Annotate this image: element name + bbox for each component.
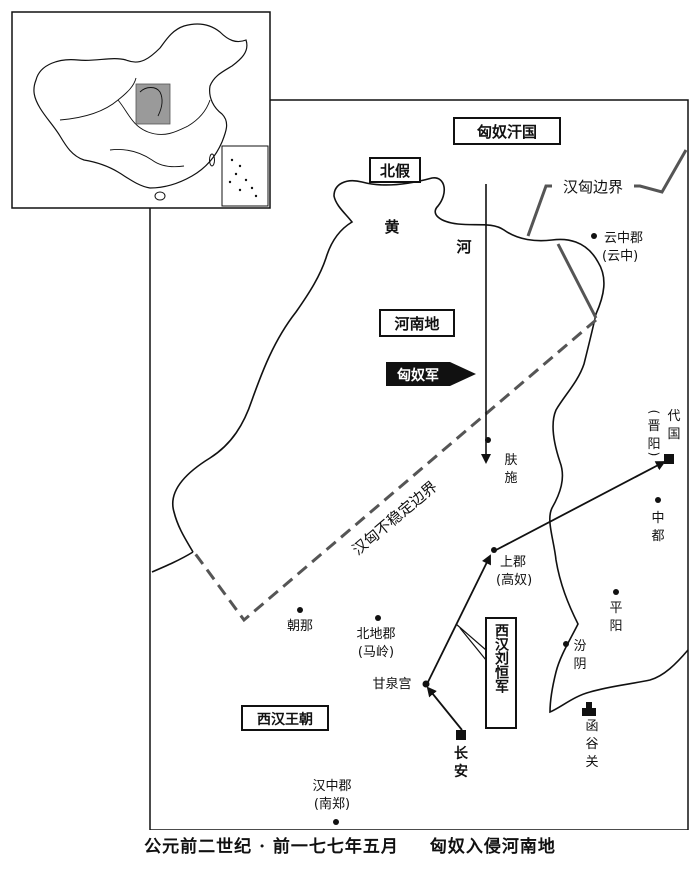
- caption-period: 公元前二世纪 · 前一七七年五月: [144, 837, 399, 857]
- zhongdu-dot: [655, 497, 661, 503]
- shangjun-label-2: (高奴): [496, 572, 532, 588]
- ganquan-dot: [422, 680, 430, 688]
- yellow-river-outline: [171, 177, 689, 714]
- yunzhong-label-1: 云中郡: [604, 231, 643, 246]
- changan-label-2: 安: [454, 763, 468, 780]
- he-label: 河: [456, 238, 471, 256]
- beijia-label: 北假: [380, 162, 411, 180]
- pingyang-dot: [613, 589, 619, 595]
- hanguguan-symbol-base: [582, 708, 596, 716]
- inset-taiwan: [209, 153, 215, 167]
- beijia-box: [369, 157, 421, 183]
- hanzhong-dot: [333, 819, 339, 825]
- huang-label: 黄: [384, 218, 399, 236]
- ganquan-label: 甘泉宫: [372, 676, 411, 692]
- jinyang-label-1: 晋: [647, 419, 660, 434]
- hanzhong-label-2: (南郑): [314, 796, 350, 812]
- xiongnu-khanate-label: 匈奴汗国: [477, 123, 537, 141]
- inset-highlight-region: [135, 83, 171, 125]
- xiongnu-army-box: [386, 362, 476, 386]
- dai-square: [664, 454, 674, 464]
- han-army-arrow-3: [495, 461, 666, 551]
- jinyang-label-2: 阳: [647, 437, 660, 452]
- unstable-border-line: [192, 318, 597, 623]
- xiongnu-army-label: 匈奴军: [397, 367, 439, 384]
- fenyin-label-2: 阴: [573, 657, 586, 672]
- china-outline: [33, 23, 248, 189]
- liu-heng-pointer-2: [459, 627, 487, 661]
- fushi-label-2: 施: [504, 471, 517, 486]
- hanguguan-label-2: 谷: [585, 737, 598, 752]
- historical-map: 匈奴汗国 北假 汉匈边界 黄 河 河南地 匈奴军 汉匈不稳定边界 西汉王朝 西汉…: [11, 11, 689, 830]
- liu-heng-army-label-2: 刘恒军: [493, 650, 509, 694]
- jinyang-paren-open: (: [647, 410, 661, 415]
- dai-label-2: 国: [667, 427, 680, 442]
- chaona-label: 朝那: [287, 619, 313, 634]
- beidi-dot: [375, 615, 381, 621]
- western-han-label: 西汉王朝: [257, 711, 313, 728]
- inset-south-china-sea-box: [221, 145, 269, 207]
- fushi-dot: [485, 437, 491, 443]
- map-frame: [149, 99, 689, 830]
- western-han-box: [241, 705, 329, 731]
- beidi-label-2: (马岭): [358, 645, 394, 660]
- border-label-bg: [552, 174, 634, 198]
- inset-river: [139, 87, 163, 117]
- changan-square: [456, 730, 466, 740]
- fushi-label-1: 肤: [504, 453, 517, 468]
- xiongnu-khanate-box: [453, 117, 561, 145]
- shangjun-dot: [491, 547, 497, 553]
- inset-map: [11, 11, 271, 209]
- caption-event: 匈奴入侵河南地: [429, 837, 556, 857]
- beidi-label-1: 北地郡: [356, 627, 395, 642]
- inset-hainan: [154, 191, 166, 201]
- chaona-dot: [297, 607, 303, 613]
- hanzhong-label-1: 汉中郡: [312, 779, 351, 794]
- zhongdu-label-2: 都: [651, 529, 664, 544]
- shangjun-label-1: 上郡: [500, 555, 526, 570]
- pingyang-label-1: 平: [609, 601, 622, 616]
- map-caption: 公元前二世纪 · 前一七七年五月 匈奴入侵河南地: [0, 832, 700, 857]
- zhongdu-label-1: 中: [651, 511, 664, 526]
- han-army-arrow-1: [426, 686, 463, 731]
- hanguguan-symbol-top: [586, 702, 592, 708]
- inset-internal-border-3: [109, 149, 185, 168]
- yunzhong-dot: [591, 233, 597, 239]
- yunzhong-label-2: (云中): [602, 249, 638, 264]
- han-army-arrow-2: [427, 554, 491, 683]
- henan-di-box: [379, 309, 455, 337]
- fenyin-label-1: 汾: [573, 639, 586, 654]
- liu-heng-army-label-1: 西汉·: [493, 623, 509, 656]
- han-xiongnu-border-line-2: [556, 243, 598, 319]
- hanguguan-label-1: 函: [585, 719, 598, 734]
- liu-heng-army-box: [485, 617, 517, 729]
- changan-label-1: 长: [454, 745, 469, 762]
- river-tail: [151, 551, 194, 573]
- pingyang-label-2: 阳: [609, 619, 622, 634]
- inset-internal-border-2: [117, 99, 211, 135]
- hanguguan-label-3: 关: [585, 755, 598, 770]
- inset-islands: [228, 158, 258, 198]
- henan-di-label: 河南地: [394, 315, 439, 333]
- fenyin-dot: [563, 641, 569, 647]
- jinyang-paren-close: ): [647, 452, 661, 457]
- dai-label-1: 代: [667, 409, 680, 424]
- han-xiongnu-border-label: 汉匈边界: [563, 178, 623, 196]
